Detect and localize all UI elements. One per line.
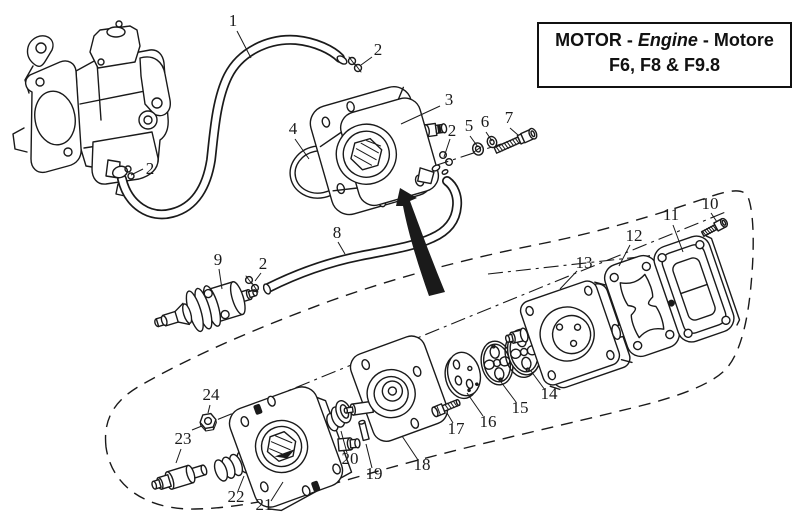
part-label-2-filter: 2 — [259, 254, 268, 273]
pin-19 — [358, 419, 370, 442]
spring-washer-5 — [471, 142, 485, 156]
bolt-7 — [493, 127, 538, 154]
part-label-19: 19 — [366, 464, 383, 483]
clip-2-carburetor — [111, 165, 135, 180]
part-label-16: 16 — [480, 412, 497, 431]
part-label-2-carb: 2 — [146, 159, 155, 178]
part-label-7: 7 — [505, 108, 514, 127]
title-line-1: MOTOR - Engine - Motore — [539, 28, 790, 53]
assembly-arrow — [396, 188, 445, 296]
pump-body-13 — [504, 280, 638, 391]
part-label-2-hose: 2 — [374, 40, 383, 59]
part-label-13: 13 — [576, 253, 593, 272]
title-motore: - Motore — [697, 30, 774, 50]
part-label-9: 9 — [214, 250, 223, 269]
hose-1 — [117, 34, 348, 220]
title-engine: Engine — [637, 30, 698, 50]
title-motor: MOTOR - — [555, 30, 638, 50]
part-label-11: 11 — [663, 205, 679, 224]
part-label-22: 22 — [228, 487, 245, 506]
title-line-2: F6, F8 & F9.8 — [608, 55, 721, 75]
clip-2-hose-upper — [347, 56, 363, 73]
part-label-15: 15 — [512, 398, 529, 417]
part-label-20: 20 — [342, 449, 359, 468]
pump-base-18 — [343, 335, 449, 442]
valve-screw-17 — [431, 398, 461, 418]
spring-seat-20 — [326, 400, 352, 432]
part-label-8: 8 — [333, 223, 342, 242]
clip-2-pump — [431, 150, 454, 175]
clip-2-filter — [244, 275, 260, 293]
fuel-pump-assembly-3 — [309, 86, 448, 216]
part-labels: 1 2 2 2 2 3 4 5 6 7 8 9 10 11 12 13 14 1… — [146, 11, 719, 514]
part-label-18: 18 — [414, 455, 431, 474]
part-label-10: 10 — [702, 194, 719, 213]
part-label-4: 4 — [289, 119, 298, 138]
nut-24 — [199, 412, 217, 432]
hose-8 — [262, 176, 463, 295]
part-label-24: 24 — [203, 385, 221, 404]
upper-centerline — [487, 251, 684, 275]
pump-cover-11 — [653, 235, 741, 343]
leader-lines — [130, 30, 718, 502]
carburetor-illustration — [12, 20, 171, 197]
part-label-12: 12 — [626, 226, 643, 245]
part-label-23: 23 — [175, 429, 192, 448]
part-label-2-pump: 2 — [448, 121, 457, 140]
part-label-3: 3 — [445, 90, 454, 109]
plunger-23 — [151, 464, 208, 490]
part-label-21: 21 — [256, 495, 273, 514]
part-label-14: 14 — [541, 384, 559, 403]
part-label-6: 6 — [481, 112, 490, 131]
fuel-filter-9 — [154, 281, 258, 333]
part-label-5: 5 — [465, 116, 474, 135]
pump-housing-21 — [228, 386, 361, 512]
title-box: MOTOR - Engine - Motore F6, F8 & F9.8 — [537, 22, 792, 88]
part-label-17: 17 — [448, 419, 466, 438]
valve-plate-16 — [444, 351, 482, 400]
part-label-1: 1 — [229, 11, 238, 30]
